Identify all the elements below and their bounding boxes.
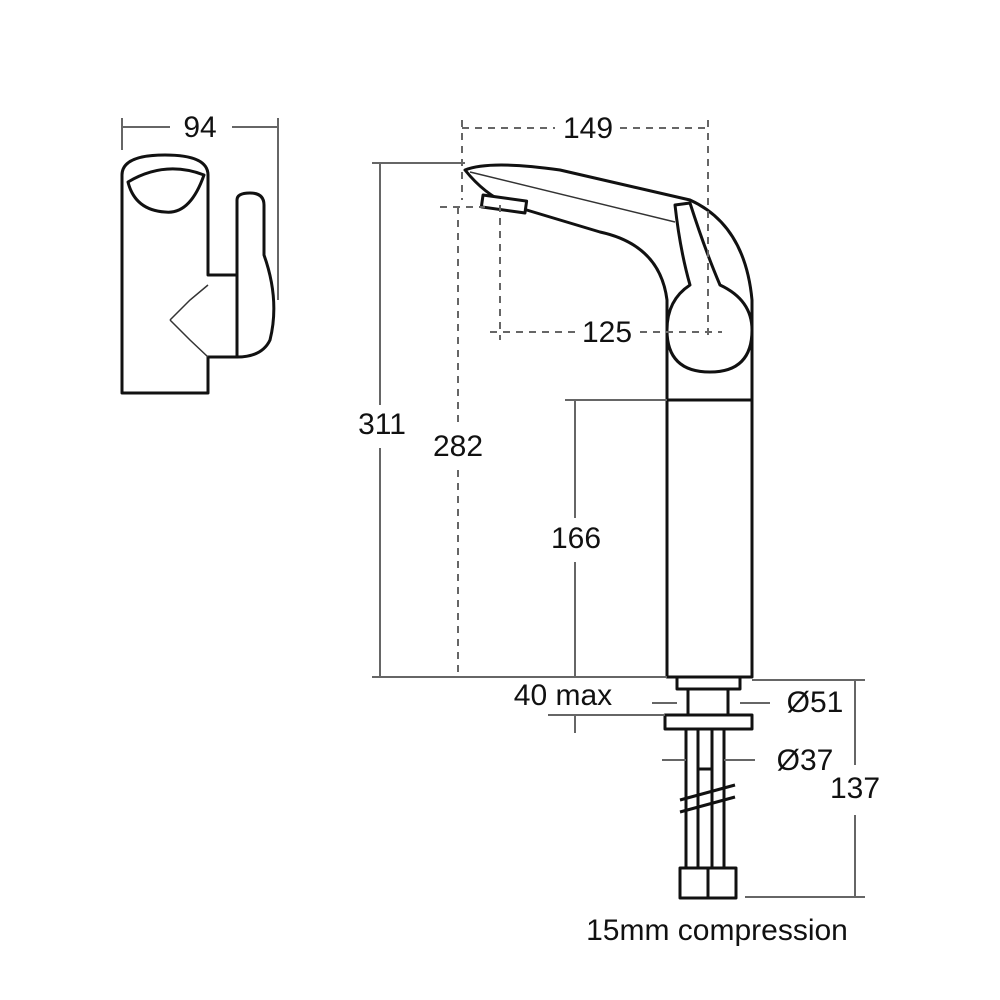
handle-offset-label: 125	[582, 316, 632, 349]
width-label: 94	[183, 111, 216, 144]
lever-handle	[665, 201, 754, 374]
spout-height-label: 282	[433, 430, 483, 463]
backnut	[663, 713, 754, 731]
side-cap	[126, 167, 206, 214]
side-view: 94	[120, 111, 279, 395]
side-handle	[235, 191, 276, 359]
compression-nut-left	[678, 866, 710, 900]
total-height-label: 311	[358, 408, 406, 441]
spout-reach-label: 149	[563, 112, 613, 145]
deck-thickness-label: 40 max	[514, 679, 612, 712]
tail-length-label: 137	[830, 772, 880, 805]
body-height-label: 166	[551, 522, 601, 555]
side-detail	[169, 284, 209, 358]
front-view: 149 125 311 282 166 40 max Ø51 Ø37 137 1	[358, 112, 880, 947]
connection-label: 15mm compression	[586, 914, 848, 947]
aerator	[479, 193, 529, 215]
base-ring	[675, 675, 742, 691]
threaded-shank	[686, 687, 730, 717]
base-diameter-label: Ø51	[787, 686, 844, 719]
shank-diameter-label: Ø37	[777, 744, 834, 777]
compression-nut-right	[706, 866, 738, 900]
